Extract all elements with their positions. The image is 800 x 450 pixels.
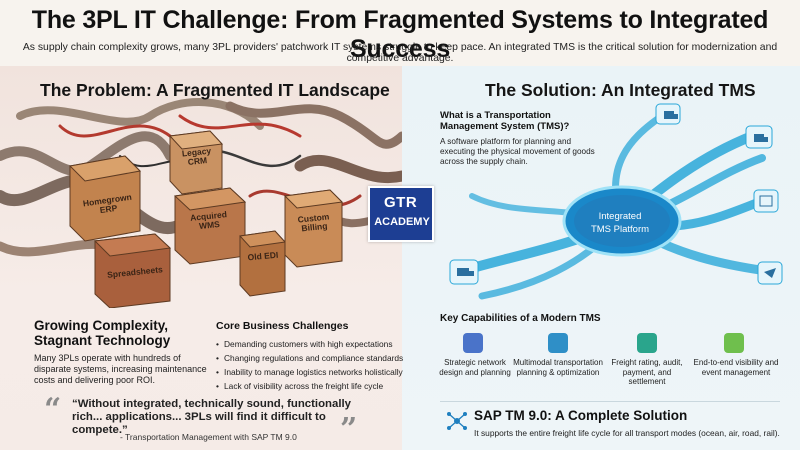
close-quote-icon: ” [340, 412, 358, 447]
capability-label-1: Strategic network design and planning [439, 358, 511, 377]
list-item: Lack of visibility across the freight li… [216, 379, 406, 393]
solution-title: The Solution: An Integrated TMS [485, 80, 756, 100]
tms-definition: A software platform for planning and exe… [440, 137, 595, 166]
logo-top: GTR [384, 194, 418, 211]
sap-network-icon [447, 412, 467, 430]
eye-icon [724, 333, 744, 353]
node-icons [449, 103, 783, 285]
solution-panel [402, 66, 800, 450]
core-challenges-title: Core Business Challenges [216, 320, 349, 332]
page-title: The 3PL IT Challenge: From Fragmented Sy… [31, 6, 769, 63]
truck-icon [548, 333, 568, 353]
open-quote-icon: “ [44, 392, 62, 427]
hub-label-line1: Integrated [598, 211, 642, 222]
capability-label-3: Freight rating, audit, payment, and sett… [611, 358, 683, 386]
quote-source: - Transportation Management with SAP TM … [120, 432, 297, 442]
list-item: Demanding customers with high expectatio… [216, 337, 406, 351]
quote-text: “Without integrated, technically sound, … [72, 398, 351, 436]
growing-complexity-title: Growing Complexity, Stagnant Technology [34, 318, 171, 348]
tms-network-illustration [449, 103, 783, 300]
sap-text: It supports the entire freight life cycl… [474, 428, 780, 438]
capability-label-4: End-to-end visibility and event manageme… [693, 358, 779, 377]
hub-label: Integrated TMS Platform [570, 210, 670, 236]
gtr-academy-logo: GTR ACADEMY [368, 186, 434, 242]
invoice-icon [637, 333, 657, 353]
network-icon [463, 333, 483, 353]
logo-bottom: ACADEMY [374, 216, 430, 228]
list-item: Changing regulations and compliance stan… [216, 351, 406, 365]
key-capabilities-title: Key Capabilities of a Modern TMS [440, 313, 601, 324]
hub-label-line2: TMS Platform [590, 224, 650, 235]
growing-complexity-text: Many 3PLs operate with hundreds of dispa… [34, 353, 207, 385]
page-subtitle: As supply chain complexity grows, many 3… [22, 42, 778, 64]
tms-question: What is a Transportation Management Syst… [440, 110, 570, 132]
header: The 3PL IT Challenge: From Fragmented Sy… [0, 0, 800, 66]
core-challenges-list: Demanding customers with high expectatio… [216, 337, 406, 393]
capability-label-2: Multimodal transportation planning & opt… [513, 358, 603, 377]
list-item: Inability to manage logistics networks h… [216, 365, 406, 379]
sap-title: SAP TM 9.0: A Complete Solution [474, 408, 688, 423]
problem-title: The Problem: A Fragmented IT Landscape [40, 80, 390, 100]
divider [440, 401, 780, 402]
fragmented-systems-illustration [0, 98, 402, 308]
